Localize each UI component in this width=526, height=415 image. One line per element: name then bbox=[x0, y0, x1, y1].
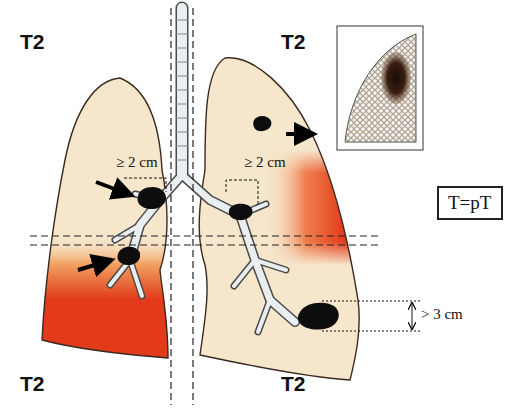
stage-label: T2 bbox=[20, 372, 45, 396]
size-label: ≥ 2 cm bbox=[116, 154, 158, 171]
box-text: T=pT bbox=[448, 192, 492, 214]
stage-label: T2 bbox=[281, 30, 306, 54]
stage-label: T2 bbox=[20, 30, 45, 54]
stage-label: T2 bbox=[281, 372, 306, 396]
definition-box: T=pT bbox=[437, 186, 503, 220]
size-label: ≥ 2 cm bbox=[244, 154, 286, 171]
size-label: > 3 cm bbox=[421, 306, 463, 323]
